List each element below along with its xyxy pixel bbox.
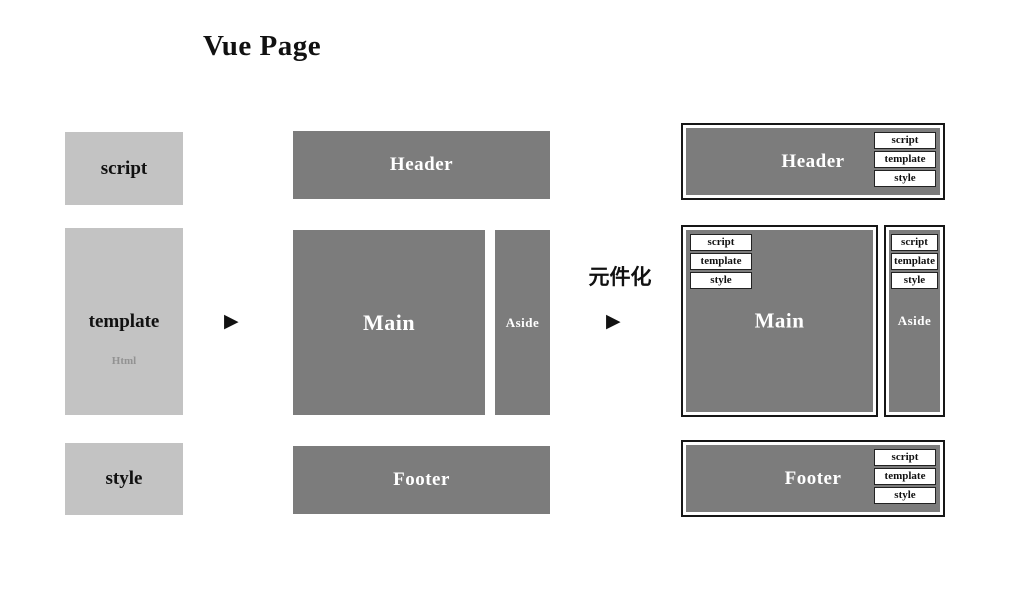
middle-footer-block: Footer bbox=[293, 446, 550, 514]
component-aside-body: Aside script template style bbox=[889, 230, 940, 412]
tag-style: style bbox=[874, 170, 936, 187]
component-main-tags: script template style bbox=[690, 234, 752, 289]
tag-style: style bbox=[690, 272, 752, 289]
arrow-right-icon: ▶ bbox=[224, 310, 239, 332]
component-header-label: Header bbox=[781, 150, 845, 172]
sfc-style-label: style bbox=[105, 468, 143, 489]
tag-style: style bbox=[874, 487, 936, 504]
sfc-template-box: template Html bbox=[65, 228, 183, 415]
tag-template: template bbox=[874, 151, 936, 168]
tag-script: script bbox=[690, 234, 752, 251]
component-header-body: Header script template style bbox=[686, 128, 940, 195]
middle-main-label: Main bbox=[362, 309, 416, 335]
sfc-script-label: script bbox=[100, 157, 148, 179]
componentize-label: 元件化 bbox=[588, 265, 652, 289]
component-header: Header script template style bbox=[681, 123, 945, 200]
sfc-style-box: style bbox=[65, 443, 183, 515]
middle-aside-block: Aside bbox=[495, 230, 550, 415]
middle-header-block: Header bbox=[293, 131, 550, 199]
component-aside-tags: script template style bbox=[891, 234, 938, 289]
component-footer-tags: script template style bbox=[874, 449, 936, 504]
component-footer-label: Footer bbox=[784, 467, 842, 489]
tag-template: template bbox=[690, 253, 752, 270]
middle-main-block: Main bbox=[293, 230, 485, 415]
tag-template: template bbox=[874, 468, 936, 485]
component-aside-label: Aside bbox=[897, 313, 932, 328]
component-footer-body: Footer script template style bbox=[686, 445, 940, 512]
sfc-template-sublabel: Html bbox=[111, 355, 137, 368]
component-main: Main script template style bbox=[681, 225, 878, 417]
component-main-body: Main script template style bbox=[686, 230, 873, 412]
tag-style: style bbox=[891, 272, 938, 289]
middle-aside-label: Aside bbox=[505, 314, 540, 330]
tag-script: script bbox=[891, 234, 938, 251]
arrow-right-icon: ▶ bbox=[606, 310, 621, 332]
page-title: Vue Page bbox=[203, 30, 322, 62]
tag-script: script bbox=[874, 132, 936, 149]
component-header-tags: script template style bbox=[874, 132, 936, 187]
tag-script: script bbox=[874, 449, 936, 466]
sfc-script-box: script bbox=[65, 132, 183, 205]
sfc-template-label: template bbox=[88, 310, 160, 332]
component-aside: Aside script template style bbox=[884, 225, 945, 417]
tag-template: template bbox=[891, 253, 938, 270]
middle-footer-label: Footer bbox=[393, 469, 450, 490]
middle-header-label: Header bbox=[389, 154, 454, 175]
component-main-label: Main bbox=[754, 308, 805, 333]
component-footer: Footer script template style bbox=[681, 440, 945, 517]
